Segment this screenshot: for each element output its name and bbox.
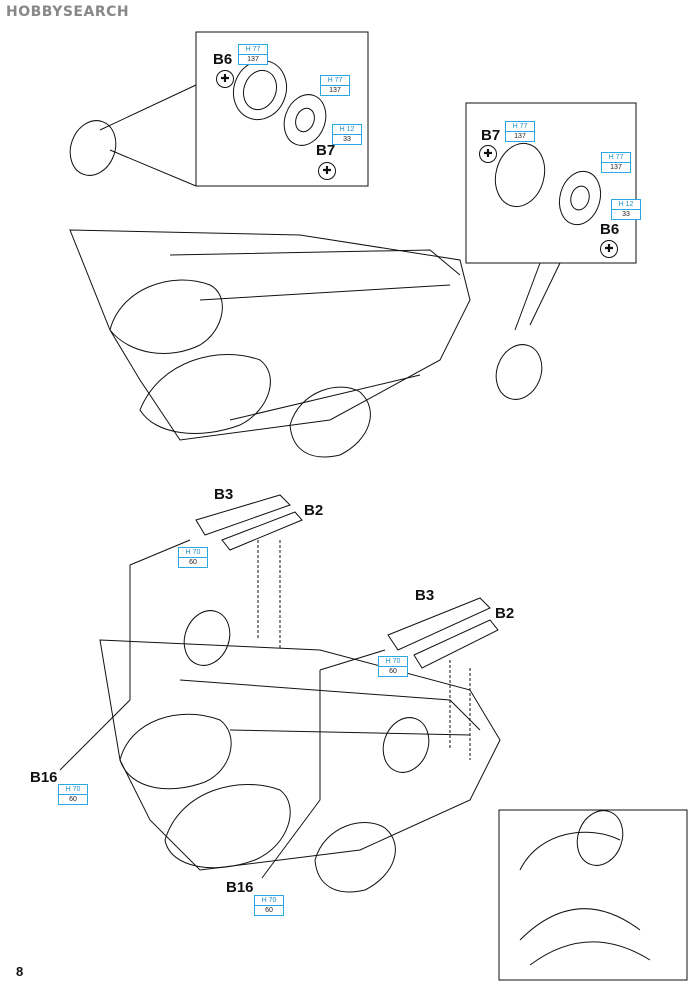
part-label-b16: B16	[30, 769, 58, 786]
star-icon: ✚	[216, 70, 234, 88]
star-icon: ✚	[318, 162, 336, 180]
part-label-b7: B7	[481, 127, 501, 144]
watermark-suffix: SEARCH	[62, 4, 130, 20]
paint-code-box: H 70 60	[178, 547, 208, 568]
star-icon: ✚	[600, 240, 618, 258]
paint-code: H 70	[255, 896, 283, 906]
callout-box-top	[195, 31, 369, 187]
paint-number: 60	[189, 559, 197, 566]
paint-code: H 77	[602, 153, 630, 163]
paint-code-box: H 77 137	[320, 75, 350, 96]
paint-code-box: H 77 137	[238, 44, 268, 65]
paint-number: 137	[247, 56, 259, 63]
paint-number: 137	[514, 133, 526, 140]
paint-code: H 77	[506, 122, 534, 132]
paint-code: H 12	[333, 125, 361, 135]
paint-code-box: H 70 60	[254, 895, 284, 916]
paint-code: H 77	[321, 76, 349, 86]
paint-number: 60	[265, 907, 273, 914]
part-label-b2: B2	[495, 605, 515, 622]
watermark-logo: HOBBYSEARCH	[6, 4, 129, 20]
paint-code: H 77	[239, 45, 267, 55]
paint-number: 33	[343, 136, 351, 143]
part-label-b6: B6	[600, 221, 620, 238]
paint-code: H 70	[179, 548, 207, 558]
part-label-b2: B2	[304, 502, 324, 519]
callout-box-right	[465, 102, 637, 264]
star-icon: ✚	[479, 145, 497, 163]
part-label-b6: B6	[213, 51, 233, 68]
paint-number: 33	[622, 211, 630, 218]
watermark-brand: HOBBY	[6, 4, 63, 20]
paint-number: 60	[69, 796, 77, 803]
detail-inset-box	[498, 809, 688, 981]
part-label-b7: B7	[316, 142, 336, 159]
part-label-b3: B3	[214, 486, 234, 503]
paint-code-box: H 12 33	[332, 124, 362, 145]
paint-code-box: H 77 137	[601, 152, 631, 173]
paint-code-box: H 12 33	[611, 199, 641, 220]
page-number: 8	[16, 964, 24, 979]
paint-code: H 12	[612, 200, 640, 210]
paint-number: 137	[329, 87, 341, 94]
part-label-b16: B16	[226, 879, 254, 896]
paint-code: H 70	[379, 657, 407, 667]
part-label-b3: B3	[415, 587, 435, 604]
paint-code-box: H 70 60	[58, 784, 88, 805]
paint-code-box: H 77 137	[505, 121, 535, 142]
paint-number: 137	[610, 164, 622, 171]
paint-number: 60	[389, 668, 397, 675]
paint-code-box: H 70 60	[378, 656, 408, 677]
paint-code: H 70	[59, 785, 87, 795]
